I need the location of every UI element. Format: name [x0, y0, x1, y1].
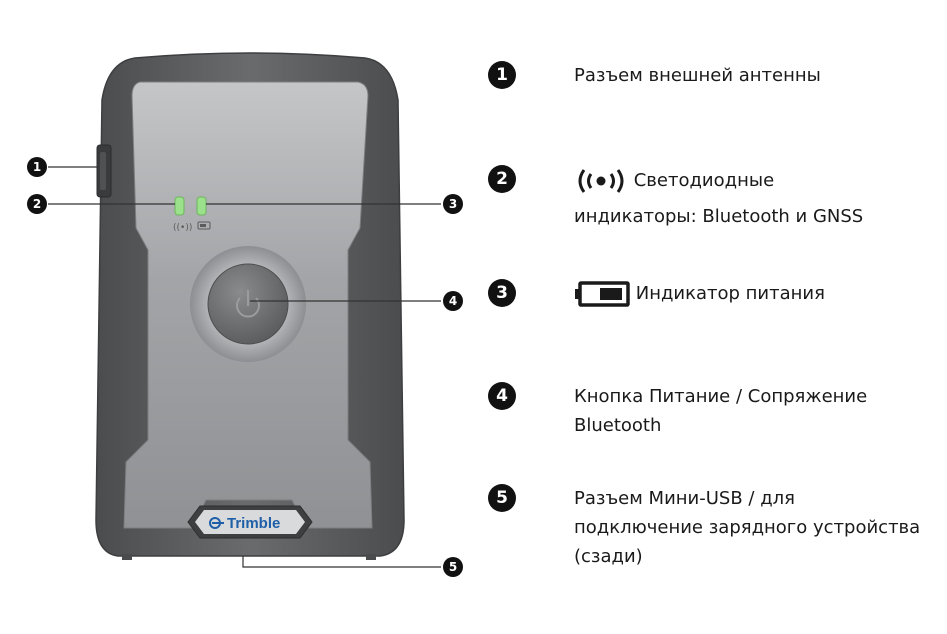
callout-4: 4	[443, 291, 463, 311]
callout-lines	[48, 166, 441, 568]
legend-text-line: Разъем Мини-USB / для	[574, 488, 795, 509]
svg-text:1: 1	[33, 160, 41, 174]
legend-number-badge: 5	[488, 484, 516, 512]
legend-text-line: (сзади)	[574, 546, 643, 567]
legend-text-line: подключение зарядного устройства	[574, 517, 921, 538]
legend-text-line: Разъем внешней антенны	[574, 65, 821, 86]
legend-number-badge: 2	[488, 165, 516, 193]
svg-text:3: 3	[449, 197, 457, 211]
callout-2: 2	[27, 194, 47, 214]
bluetooth-gnss-led	[174, 196, 185, 216]
legend-text-line: Bluetooth	[574, 415, 662, 436]
battery-icon	[575, 281, 630, 307]
callout-1: 1	[27, 157, 47, 177]
legend-number-badge: 4	[488, 382, 516, 410]
legend-text-line: Светодиодные	[633, 170, 775, 191]
callout-5: 5	[443, 557, 463, 577]
legend-text-line: Индикатор питания	[635, 283, 825, 304]
svg-text:5: 5	[449, 560, 457, 574]
svg-text:((•)): ((•))	[173, 223, 192, 233]
trimble-logo: Trimble	[227, 515, 280, 532]
legend-number-badge: 3	[488, 279, 516, 307]
svg-text:2: 2	[33, 197, 41, 211]
svg-text:4: 4	[449, 294, 457, 308]
power-led	[196, 196, 207, 216]
callout-3: 3	[443, 194, 463, 214]
legend-text-line: Кнопка Питание / Сопряжение	[574, 386, 868, 407]
legend-number-badge: 1	[488, 61, 516, 89]
bluetooth-signal-icon	[578, 169, 624, 193]
legend-text-line: индикаторы: Bluetooth и GNSS	[574, 206, 864, 227]
power-icon	[236, 290, 260, 318]
